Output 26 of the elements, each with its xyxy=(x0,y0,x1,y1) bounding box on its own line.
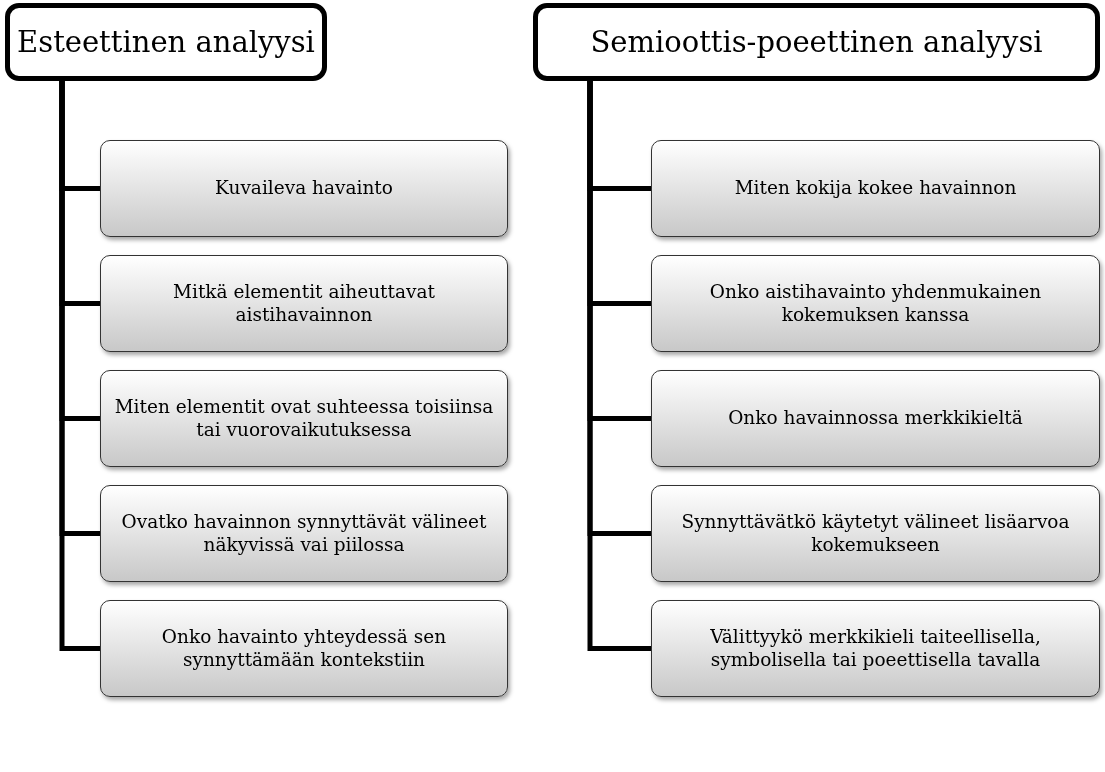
item-box xyxy=(651,140,1100,237)
item-text: Synnyttävätkö käytetyt välineet lisäarvoa kokemukseen xyxy=(680,511,1071,556)
item-text: Kuvaileva havainto xyxy=(215,177,393,200)
header-box xyxy=(533,3,1100,81)
item-box xyxy=(651,600,1100,697)
item-box xyxy=(651,485,1100,582)
header-box xyxy=(5,3,327,81)
connector-line xyxy=(59,81,100,651)
header-text: Esteettinen analyysi xyxy=(17,25,315,59)
item-box xyxy=(100,600,508,697)
item-text: Miten kokija kokee havainnon xyxy=(734,177,1017,200)
item-box xyxy=(100,370,508,467)
item-text: Ovatko havainnon synnyttävät välineet näkyvissä vai piilossa xyxy=(120,511,488,556)
header-text: Semioottis-poeettinen analyysi xyxy=(590,25,1043,59)
connector-line xyxy=(587,81,651,651)
item-text: Onko havainto yhteydessä sen synnyttämään kontekstiin xyxy=(160,626,448,671)
item-text: Onko havainnossa merkkikieltä xyxy=(728,407,1023,430)
item-box xyxy=(100,140,508,237)
item-box xyxy=(100,485,508,582)
item-text: Välittyykö merkkikieli taiteellisella, symbolisella tai poeettisella tavalla xyxy=(709,626,1042,671)
item-box xyxy=(651,370,1100,467)
item-box xyxy=(100,255,508,352)
item-text: Miten elementit ovat suhteessa toisiinsa tai vuorovaikutuksessa xyxy=(113,396,495,441)
item-text: Mitkä elementit aiheuttavat aistihavainnon xyxy=(172,281,436,326)
item-box xyxy=(651,255,1100,352)
item-text: Onko aistihavainto yhdenmukainen kokemuksen kanssa xyxy=(708,281,1043,326)
